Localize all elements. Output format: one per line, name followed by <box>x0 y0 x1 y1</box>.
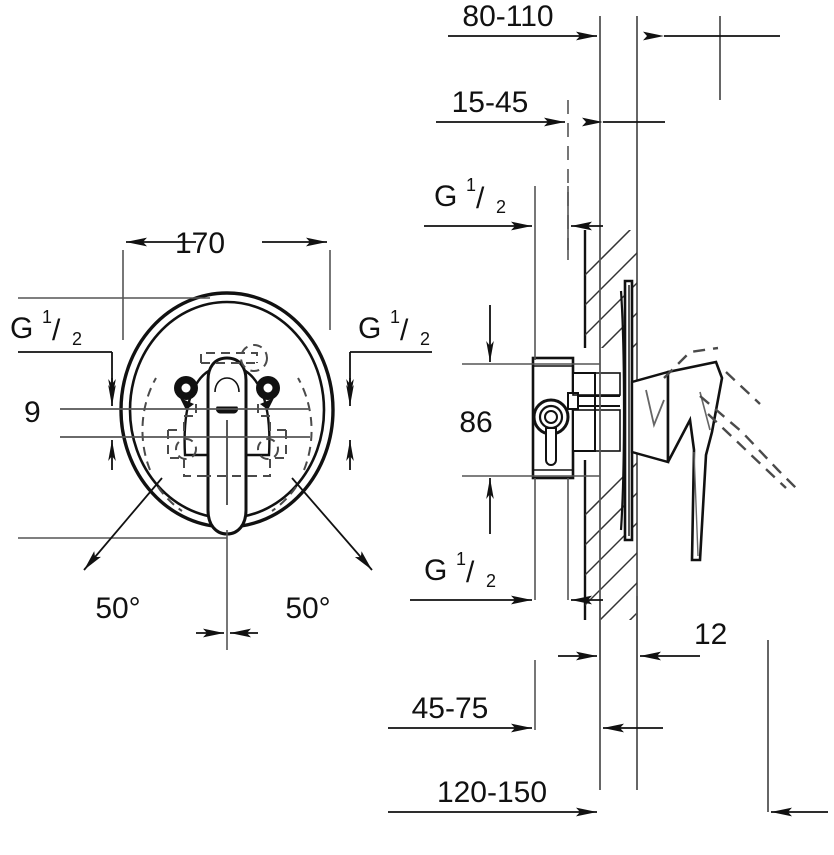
dim-label-g-top-den: 2 <box>496 197 506 217</box>
lever-open-position-ghost <box>663 346 801 493</box>
spindle-upper-plate <box>572 372 621 396</box>
dim-label-170: 170 <box>175 227 225 260</box>
dim-label-86: 86 <box>459 406 492 439</box>
dim-label-g-top-slash: / <box>476 182 485 215</box>
dim-label-g-bot-letter: G <box>424 554 447 587</box>
dim-label-g-left-num: 1 <box>42 307 52 327</box>
handle-hub-cone <box>630 370 670 464</box>
angle-leader-right <box>291 477 373 571</box>
port-inner-circle <box>544 410 558 424</box>
fixing-screw-right-hole <box>263 383 273 393</box>
front-view: 170 G 1 / 2 G 1 / 2 9 50° 50° <box>10 227 432 650</box>
lever-handle-inner-line <box>693 451 699 557</box>
dim-label-g-left-den: 2 <box>72 329 82 349</box>
hidden-body-outline <box>141 344 313 512</box>
dim-label-45-75: 45-75 <box>412 692 489 725</box>
dim-label-120-150: 120-150 <box>437 776 547 809</box>
handle-hub-facet <box>645 389 665 429</box>
dim-label-g-bot-num: 1 <box>456 549 466 569</box>
dim-label-g-top-num: 1 <box>466 175 476 195</box>
handle-indicator-mark <box>215 406 239 414</box>
dim-label-g-right-letter: G <box>358 312 381 345</box>
dim-label-12: 12 <box>694 618 727 651</box>
dim-label-50-left: 50° <box>95 592 140 625</box>
fixing-screw-left-hole <box>181 383 191 393</box>
escutcheon-plate-inner-curve <box>619 290 626 531</box>
dim-label-g-right-slash: / <box>400 314 409 347</box>
angle-leader-left <box>83 477 163 571</box>
dim-label-15-45: 15-45 <box>452 86 529 119</box>
wall-hatch-upper <box>585 230 637 348</box>
dim-label-g-right-num: 1 <box>390 307 400 327</box>
dim-label-80-110: 80-110 <box>462 0 553 33</box>
cartridge-extension-block <box>572 372 596 452</box>
dim-label-g-left-letter: G <box>10 312 33 345</box>
side-dimensions: 80-110 15-45 G 1 / 2 86 G 1 / 2 12 4 <box>388 0 828 817</box>
wall-hatch-lower <box>585 461 637 620</box>
port-slot-stem <box>545 427 557 466</box>
dim-label-g-right-den: 2 <box>420 329 430 349</box>
screw-right-tail <box>260 398 274 410</box>
dim-label-g-left-slash: / <box>52 314 61 347</box>
dim-label-g-bot-slash: / <box>466 556 475 589</box>
handle-top-detail <box>214 377 240 393</box>
dim-label-g-top-letter: G <box>434 180 457 213</box>
spindle-lower-plate <box>572 409 621 452</box>
dim-label-g-bot-den: 2 <box>486 571 496 591</box>
screw-left-tail <box>180 398 194 410</box>
dim-label-9: 9 <box>24 396 41 429</box>
dim-label-50-right: 50° <box>285 592 330 625</box>
side-section-view <box>531 16 801 790</box>
